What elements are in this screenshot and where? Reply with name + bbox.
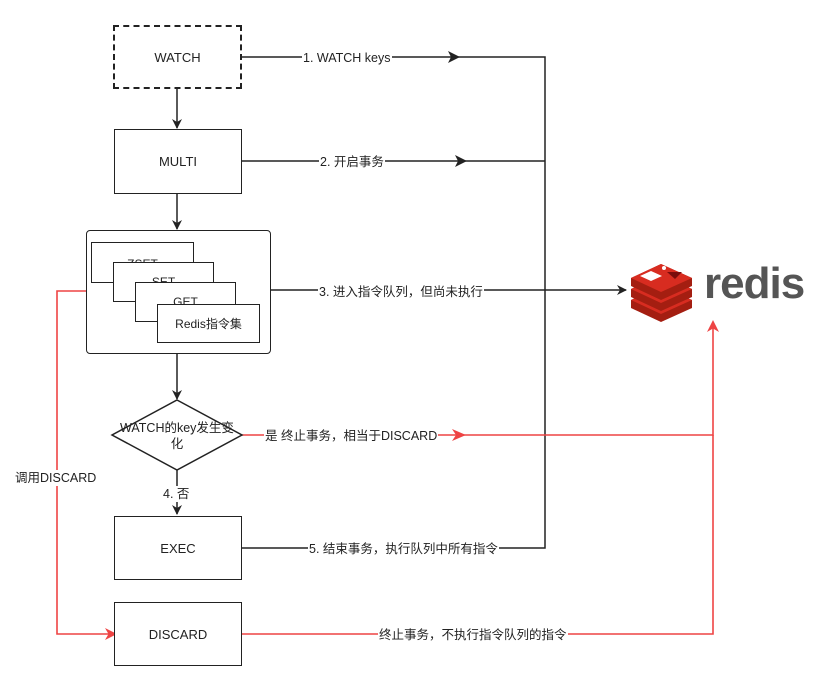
exec-label: EXEC	[160, 540, 196, 556]
multi-node: MULTI	[114, 129, 242, 194]
decision-label: WATCH的key发生变化	[120, 421, 234, 451]
edge-watch-to-redis	[242, 56, 546, 290]
multi-label: MULTI	[158, 154, 198, 169]
edge-label-call-discard: 调用DISCARD	[14, 470, 98, 486]
exec-node: EXEC	[114, 516, 242, 580]
edge-call-discard	[56, 290, 117, 640]
watch-label: WATCH	[154, 49, 201, 65]
edge-label-discard-end: 终止事务，不执行指令队列的指令	[378, 627, 568, 643]
edge-exec-to-redis	[242, 290, 546, 549]
redis-cube-stack-icon	[631, 264, 692, 322]
edge-yes-discard	[242, 320, 719, 436]
arrowhead-yes-discard	[452, 429, 466, 441]
queue-card-redis-commands-label: Redis指令集	[175, 316, 242, 331]
edge-label-yes-discard: 是 终止事务，相当于DISCARD	[264, 428, 439, 444]
queue-card-redis-commands: Redis指令集	[157, 304, 260, 343]
edge-discard-to-redis	[242, 435, 714, 635]
decision-diamond	[110, 399, 244, 471]
edge-label-no: 4. 否	[162, 486, 191, 502]
arrowhead-watch-keys	[448, 51, 460, 63]
edge-label-start-tx: 2. 开启事务	[319, 154, 385, 170]
edge-label-watch-keys: 1. WATCH keys	[302, 50, 392, 66]
discard-node: DISCARD	[114, 602, 242, 666]
watch-node: WATCH	[113, 25, 242, 89]
discard-label: DISCARD	[148, 626, 208, 642]
edge-label-exec-all: 5. 结束事务，执行队列中所有指令	[308, 541, 499, 557]
arrowhead-start-tx	[455, 155, 467, 167]
redis-wordmark: redis	[704, 259, 805, 308]
edge-label-enqueue: 3. 进入指令队列，但尚未执行	[318, 284, 484, 300]
